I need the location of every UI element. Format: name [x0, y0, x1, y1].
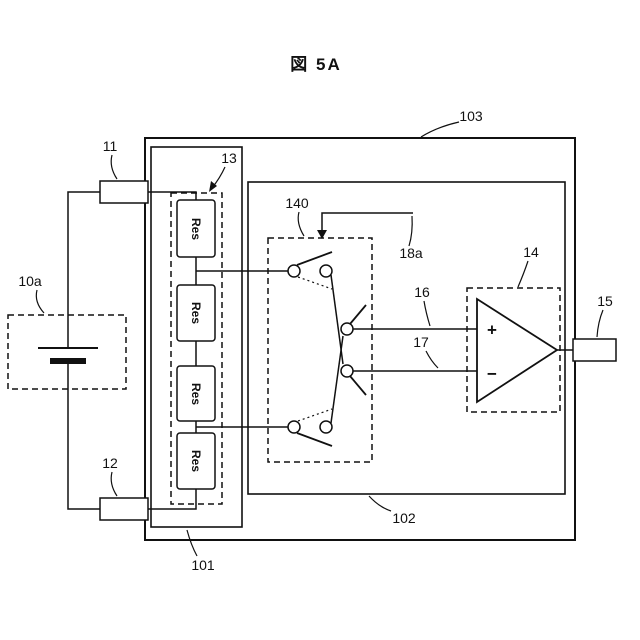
ref-label-18a: 18a	[399, 245, 423, 261]
switch-blade-mid-lower	[349, 375, 367, 396]
wire-battery-top	[67, 191, 100, 347]
leader-15	[596, 309, 604, 338]
switch-contact	[340, 364, 354, 378]
ref-label-12: 12	[102, 455, 118, 471]
ref-label-15: 15	[597, 293, 613, 309]
leader-11	[110, 154, 118, 180]
leader-103	[420, 121, 460, 138]
switch-contact	[340, 322, 354, 336]
wire-terminal12-to-resistors	[148, 489, 197, 510]
leader-101	[186, 529, 198, 557]
control-arrow-18a	[317, 212, 413, 239]
ref-label-101: 101	[191, 557, 215, 573]
switch-contact	[319, 420, 333, 434]
terminal-11	[99, 180, 149, 204]
block-101	[150, 146, 243, 528]
resistor-label: Res	[189, 302, 203, 324]
switch-contact	[319, 264, 333, 278]
opamp-symbol: + −	[476, 297, 559, 404]
battery-box-10a	[7, 314, 127, 390]
terminal-15	[572, 338, 617, 362]
opamp-plus-input: +	[487, 321, 497, 340]
wire-battery-bottom	[67, 364, 100, 510]
switch-blade-mid-upper	[349, 304, 367, 325]
resistor-box-1	[176, 199, 216, 258]
switch-group-box-140	[267, 237, 373, 463]
resistor-label: Res	[189, 450, 203, 472]
leader-10a	[35, 289, 45, 314]
wiring	[67, 191, 573, 510]
leader-lines	[35, 121, 604, 557]
resistor-chain: Res Res Res Res	[176, 199, 216, 490]
opamp-minus-input: −	[487, 365, 497, 384]
arrowhead-13-icon	[209, 181, 217, 192]
arrowhead-down-icon	[317, 230, 327, 239]
leader-16	[423, 300, 431, 327]
figure-title: 図 5A	[290, 55, 341, 74]
resistor-box-4	[176, 432, 216, 490]
ref-label-13: 13	[221, 150, 237, 166]
switch-contact	[287, 420, 301, 434]
ref-label-16: 16	[414, 284, 430, 300]
leader-140	[297, 211, 305, 237]
terminal-12	[99, 497, 149, 521]
ref-label-11: 11	[103, 138, 118, 154]
switch-alt-position-top	[297, 276, 333, 290]
switch-network	[287, 251, 367, 447]
reference-labels: 103 11 12 10a 13 140 18a 16 17 14 15 101…	[18, 108, 613, 573]
ref-label-10a: 10a	[18, 273, 42, 289]
resistor-label: Res	[189, 383, 203, 405]
switch-alt-position-bottom	[297, 408, 333, 422]
switch-blade-bottom	[296, 432, 333, 447]
ref-label-140: 140	[285, 195, 309, 211]
battery-symbol	[38, 347, 98, 364]
resistor-box-2	[176, 284, 216, 342]
resistor-label: Res	[189, 218, 203, 240]
block-102	[247, 181, 566, 495]
opamp-triangle	[476, 297, 559, 404]
ref-label-17: 17	[413, 334, 429, 350]
ref-label-102: 102	[392, 510, 416, 526]
switch-blade-top	[296, 251, 333, 266]
leader-14	[517, 260, 529, 288]
wire-terminal11-to-resistors	[148, 191, 197, 200]
cross-connection-up	[330, 335, 344, 424]
leader-18a	[408, 215, 413, 247]
leader-12	[110, 471, 118, 497]
leader-17	[425, 350, 439, 369]
switch-contact	[287, 264, 301, 278]
leader-102	[368, 495, 392, 512]
control-line-18a	[321, 212, 413, 231]
ref-label-103: 103	[459, 108, 483, 124]
resistor-box-3	[176, 365, 216, 422]
ref-label-14: 14	[523, 244, 539, 260]
